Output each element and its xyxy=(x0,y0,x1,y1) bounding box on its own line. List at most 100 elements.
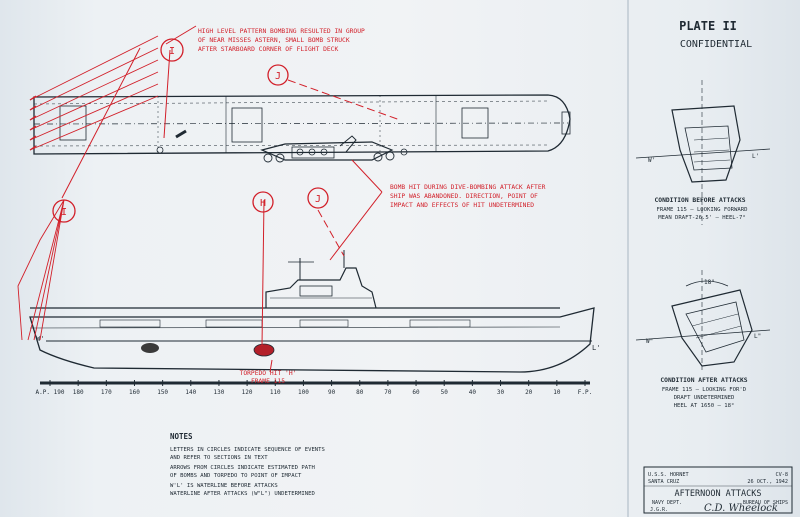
section-after-hull xyxy=(671,289,753,367)
scale-label: 110 xyxy=(270,389,281,396)
caption-line: HEEL AT 1650 — 18° xyxy=(674,403,735,409)
forward-elevator xyxy=(461,107,489,139)
high-level-bombing-paths xyxy=(29,35,159,151)
scale-label: F.P. xyxy=(578,389,592,396)
scale-label: 80 xyxy=(356,389,364,396)
annotation-line: IMPACT AND EFFECTS OF HIT UNDETERMINED xyxy=(390,202,534,209)
after-elevator xyxy=(59,105,87,141)
notes-line: OF BOMBS AND TORPEDO TO POINT OF IMPACT xyxy=(170,473,302,479)
svg-text:J: J xyxy=(315,194,321,205)
section-after xyxy=(635,270,771,370)
section-after-w: W" xyxy=(646,338,653,345)
section-before-hull xyxy=(671,105,741,183)
scale-label: 60 xyxy=(412,389,420,396)
title-dept: NAVY DEPT. xyxy=(652,500,682,506)
caption-line: MEAN DRAFT-26.5' — HEEL-7° xyxy=(658,215,746,221)
title-ship: U.S.S. HORNET xyxy=(648,472,689,478)
plate-title: PLATE II xyxy=(679,19,737,33)
plan-view xyxy=(33,94,571,163)
caption-line: CONDITION AFTER ATTACKS xyxy=(660,377,747,384)
title-bureau: BUREAU OF SHIPS xyxy=(743,500,788,506)
path-J-top xyxy=(287,79,401,121)
note-dive-bombing: BOMB HIT DURING DIVE-BOMBING ATTACK AFTE… xyxy=(390,184,546,209)
title-date: 26 OCT., 1942 xyxy=(747,479,788,485)
title-subject: AFTERNOON ATTACKS xyxy=(675,489,762,499)
svg-text:I: I xyxy=(61,207,67,218)
notes-block: NOTES LETTERS IN CIRCLES INDICATE SEQUEN… xyxy=(170,432,325,497)
scale-label: 20 xyxy=(525,389,533,396)
title-place: SANTA CRUZ xyxy=(648,479,679,485)
annotation-line: FRAME 115 xyxy=(251,378,285,385)
marker-I-mid: I xyxy=(52,199,76,223)
notes-line: W'L' IS WATERLINE BEFORE ATTACKS xyxy=(170,483,278,489)
section-before-l: L' xyxy=(752,153,759,160)
scale-label: 140 xyxy=(185,389,196,396)
section-after-angle: 18° xyxy=(704,279,715,286)
section-before xyxy=(635,80,771,225)
title-hull: CV-8 xyxy=(776,472,789,478)
scale-label: 150 xyxy=(157,389,168,396)
notes-line: ARROWS FROM CIRCLES INDICATE ESTIMATED P… xyxy=(170,465,315,471)
section-after-l: L" xyxy=(754,333,761,340)
marker-J-mid: J xyxy=(307,187,329,209)
annotation-line: AFTER STARBOARD CORNER OF FLIGHT DECK xyxy=(198,46,338,53)
section-after-caption: CONDITION AFTER ATTACKS FRAME 115 — LOOK… xyxy=(660,377,747,409)
flight-deck-outline xyxy=(33,94,571,155)
note-torpedo: TORPEDO HIT 'H' FRAME 115 xyxy=(240,370,297,385)
scale-label: 180 xyxy=(73,389,84,396)
notes-line: AND REFER TO SECTIONS IN TEXT xyxy=(170,455,268,461)
annotation-line: TORPEDO HIT 'H' xyxy=(240,370,297,377)
centerline xyxy=(33,122,569,125)
caption-line: FRAME 115 — LOOKING FOR'D xyxy=(662,387,747,393)
waterline-label-w: W' xyxy=(36,335,44,343)
section-before-caption: CONDITION BEFORE ATTACKS FRAME 115 — LOO… xyxy=(655,197,749,221)
superstructure xyxy=(265,267,377,309)
path-H-torpedo xyxy=(261,199,265,347)
notes-line: LETTERS IN CIRCLES INDICATE SEQUENCE OF … xyxy=(170,447,325,453)
island xyxy=(260,141,394,161)
marker-J-top: J xyxy=(267,64,289,86)
scale-label: 170 xyxy=(101,389,112,396)
scale-label: 70 xyxy=(384,389,392,396)
scale-label: 90 xyxy=(328,389,336,396)
note-high-level-bombing: HIGH LEVEL PATTERN BOMBING RESULTED IN G… xyxy=(198,28,365,53)
annotation-line: HIGH LEVEL PATTERN BOMBING RESULTED IN G… xyxy=(198,28,365,35)
scale-label: 120 xyxy=(242,389,253,396)
attack-paths xyxy=(17,25,401,373)
scale-label: 100 xyxy=(298,389,309,396)
torpedo-hit-mark xyxy=(253,343,275,357)
scale-label: 130 xyxy=(214,389,225,396)
waterline-label-l: L' xyxy=(592,344,600,352)
scale-label: 160 xyxy=(129,389,140,396)
caption-line: CONDITION BEFORE ATTACKS xyxy=(655,197,746,204)
caption-line: FRAME 115 — LOOKING FORWARD xyxy=(657,207,749,213)
scale-label: 10 xyxy=(553,389,561,396)
annotation-line: OF NEAR MISSES ASTERN, SMALL BOMB STRUCK xyxy=(198,37,350,44)
scale-label: 40 xyxy=(469,389,477,396)
marker-I-top: I xyxy=(160,38,184,62)
path-I-top xyxy=(163,49,171,139)
signature: C.D. Wheelock xyxy=(704,503,778,514)
midship-elevator xyxy=(231,107,263,143)
svg-text:H: H xyxy=(260,198,266,209)
frame-scale: A.P. 190 180 170 160 150 140 130 120 110 100 90 80 7… xyxy=(36,380,592,396)
scale-label: 50 xyxy=(441,389,449,396)
notes-title: NOTES xyxy=(170,432,193,441)
profile-view xyxy=(29,250,595,373)
plate-classification: CONFIDENTIAL xyxy=(680,39,752,50)
caption-line: DRAFT UNDETERMINED xyxy=(674,395,735,401)
notes-line: WATERLINE AFTER ATTACKS (W"L") UNDETERMI… xyxy=(170,491,315,497)
section-before-w: W' xyxy=(648,157,655,164)
near-miss-mark xyxy=(141,343,159,353)
title-block: U.S.S. HORNET CV-8 SANTA CRUZ 26 OCT., 1… xyxy=(643,466,793,514)
scale-label: 30 xyxy=(497,389,505,396)
scale-label: A.P. 190 xyxy=(36,389,65,396)
svg-text:I: I xyxy=(169,46,175,57)
marker-H-mid: H xyxy=(252,191,274,213)
annotation-line: SHIP WAS ABANDONED. DIRECTION, POINT OF xyxy=(390,193,538,200)
path-I-mid xyxy=(17,199,65,341)
hull-outline xyxy=(29,307,595,373)
svg-text:J: J xyxy=(275,71,281,82)
